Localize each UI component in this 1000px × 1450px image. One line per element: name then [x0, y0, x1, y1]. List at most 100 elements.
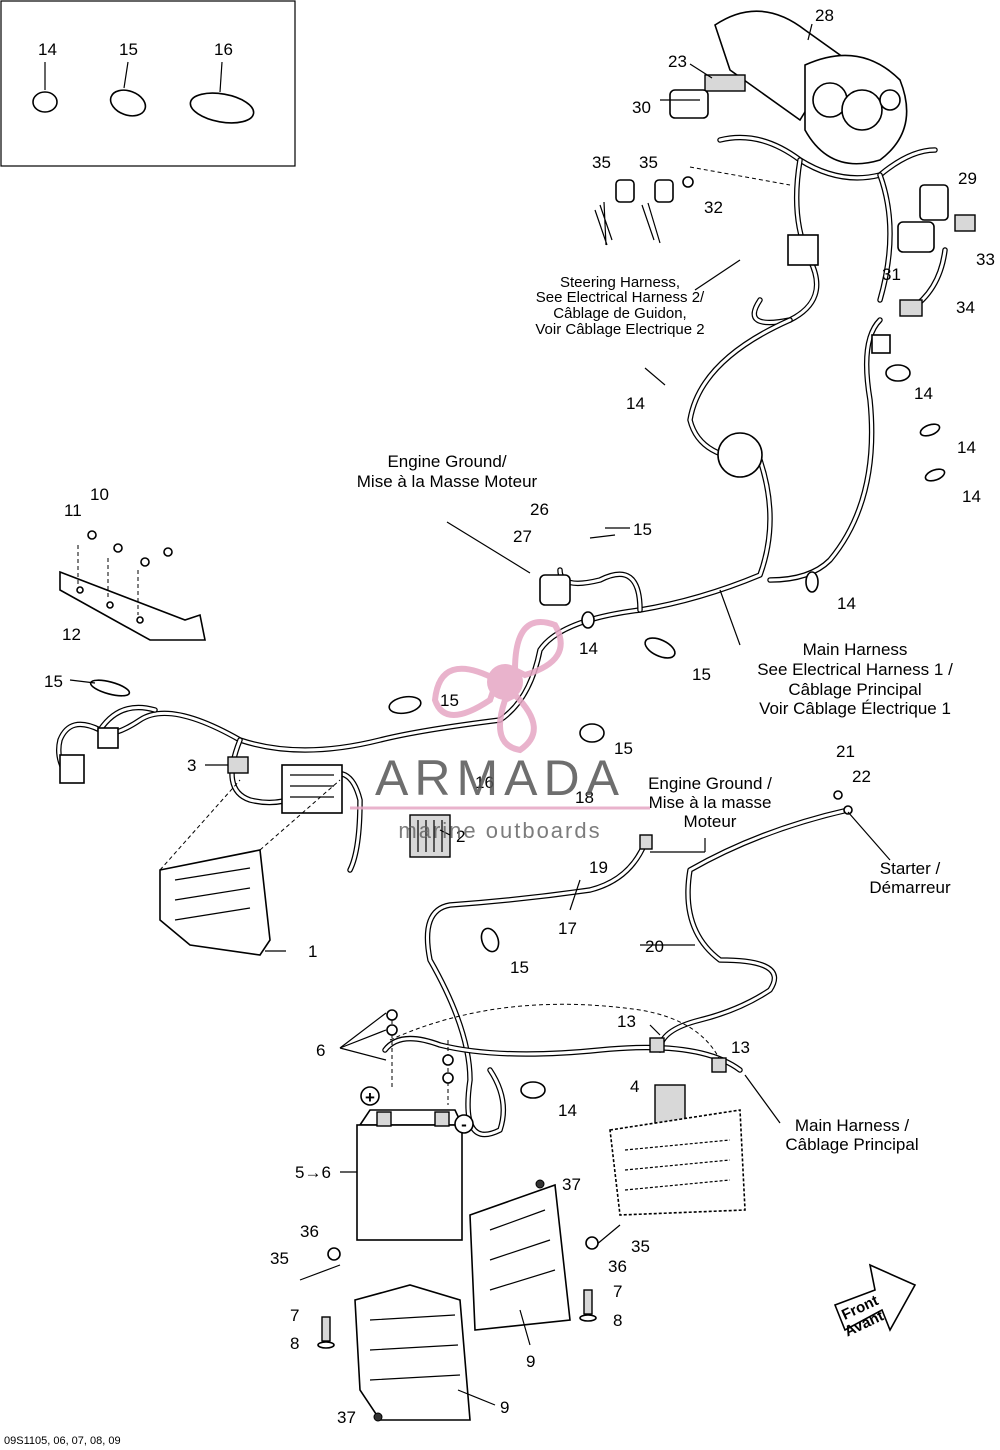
callout-6: 6	[316, 1041, 325, 1060]
engine-ground-label-1: Engine Ground/ Mise à la Masse Moteur	[357, 452, 538, 491]
starter-solenoid-3	[609, 1084, 746, 1216]
callout-15: 15	[510, 958, 529, 977]
callout-8: 8	[290, 1334, 299, 1353]
callout-28: 30	[632, 98, 651, 117]
ground-connector	[539, 574, 571, 606]
callout-35: 35	[631, 1237, 650, 1256]
figure-code: 09S1105, 06, 07, 08, 09	[4, 1435, 121, 1447]
sensor-23	[704, 74, 746, 92]
callout-14: 14	[914, 384, 933, 403]
callout-11: 11	[64, 501, 82, 520]
callout-14: 14	[837, 594, 856, 613]
callout-30: 32	[704, 198, 723, 217]
connector-32	[899, 299, 923, 317]
callout-15: 15	[633, 520, 652, 539]
grommet-main	[717, 432, 763, 478]
callout-14: 14	[626, 394, 645, 413]
callout-37: 37	[562, 1175, 581, 1194]
callout-14: 14	[962, 487, 981, 506]
callout-9: 9	[500, 1398, 509, 1417]
svg-text:Mise à la Masse Moteur: Mise à la Masse Moteur	[357, 472, 538, 491]
callout-15: 15	[44, 672, 63, 691]
callout-18: 18	[575, 788, 594, 807]
regulator-2	[409, 814, 451, 858]
front-arrow	[833, 1263, 917, 1332]
svg-text:Câblage Principal: Câblage Principal	[785, 1135, 918, 1154]
callout-5-6: 5→6	[295, 1163, 331, 1182]
svg-text:Démarreur: Démarreur	[869, 878, 951, 897]
connector-left-2	[97, 727, 119, 749]
callout-31: 33	[976, 250, 995, 269]
svg-text:Voir Câblage Electrique 2: Voir Câblage Electrique 2	[535, 321, 704, 338]
callout-19: 19	[589, 858, 608, 877]
callout-29: 31	[882, 265, 901, 284]
steering-harness-label: Steering Harness, See Electrical Harness…	[535, 274, 705, 338]
callout-15: 15	[692, 665, 711, 684]
switch-29	[897, 221, 935, 253]
callout-13: 13	[617, 1012, 636, 1031]
leader-lines	[69, 23, 891, 1406]
callout-14: 14	[579, 639, 598, 658]
svg-text:Câblage Principal: Câblage Principal	[788, 680, 921, 699]
battery	[356, 1086, 474, 1241]
svg-text:Mise à la masse: Mise à la masse	[649, 793, 772, 812]
callout-4: 3	[187, 756, 196, 775]
callout-15: 15	[440, 691, 459, 710]
callout-3: 4	[630, 1077, 639, 1096]
callout-7: 7	[613, 1282, 622, 1301]
callout-36: 36	[608, 1257, 627, 1276]
svg-text:See Electrical Harness 2/: See Electrical Harness 2/	[536, 289, 705, 306]
battery-minus: -	[461, 1115, 467, 1134]
callout-14: 14	[957, 438, 976, 457]
callout-14: 14	[38, 40, 57, 59]
svg-text:Câblage de Guidon,: Câblage de Guidon,	[553, 305, 686, 322]
callout-27: 29	[958, 169, 977, 188]
callout-17: 17	[558, 919, 577, 938]
propeller-logo	[431, 619, 564, 754]
callout-26: 28	[815, 6, 834, 25]
callout-10: 10	[90, 485, 109, 504]
svg-text:Steering Harness,: Steering Harness,	[560, 274, 680, 291]
svg-text:Engine Ground /: Engine Ground /	[648, 774, 772, 793]
battery-box-9a	[469, 1183, 571, 1331]
callout-12: 12	[62, 625, 81, 644]
armada-watermark: ARMADA marine outboards	[350, 619, 650, 843]
spring-33	[641, 179, 674, 244]
callout-8: 8	[613, 1311, 622, 1330]
callout-22: 22	[852, 767, 871, 786]
svg-text:marine outboards: marine outboards	[398, 818, 601, 843]
callout-25: 27	[513, 527, 532, 546]
callout-15: 15	[119, 40, 138, 59]
callout-24: 26	[530, 500, 549, 519]
connector-31	[954, 214, 976, 232]
callout-14: 14	[558, 1101, 577, 1120]
terminal-13a	[649, 1037, 665, 1053]
callout-13: 13	[731, 1038, 750, 1057]
main-harness-label-2: Main Harness / Câblage Principal	[785, 1116, 918, 1154]
terminal-13b	[711, 1057, 727, 1073]
callout-33: 35	[639, 153, 658, 172]
callout-16: 16	[214, 40, 233, 59]
svg-text:ARMADA: ARMADA	[375, 750, 625, 806]
main-harness-label-1: Main Harness See Electrical Harness 1 / …	[757, 640, 953, 718]
svg-text:Voir Câblage Électrique 1: Voir Câblage Électrique 1	[759, 699, 951, 718]
connector-left-1	[59, 754, 85, 784]
battery-box-9b	[354, 1284, 471, 1421]
callout-35: 35	[270, 1249, 289, 1268]
callout-34: 35	[592, 153, 611, 172]
battery-tray-1	[159, 779, 341, 956]
connector-top	[871, 334, 891, 354]
switch-28	[669, 89, 709, 119]
callout-16: 16	[475, 773, 494, 792]
fuse-box	[281, 764, 343, 814]
spring-34	[594, 179, 635, 246]
nut-21	[833, 790, 843, 800]
bracket-12	[59, 530, 206, 641]
svg-text:Moteur: Moteur	[684, 812, 737, 831]
starter-label: Starter / Démarreur	[869, 859, 951, 897]
cable-ties	[89, 364, 946, 1099]
battery-plus: +	[365, 1088, 375, 1107]
callout-37: 37	[337, 1408, 356, 1427]
svg-text:Main Harness /: Main Harness /	[795, 1116, 910, 1135]
